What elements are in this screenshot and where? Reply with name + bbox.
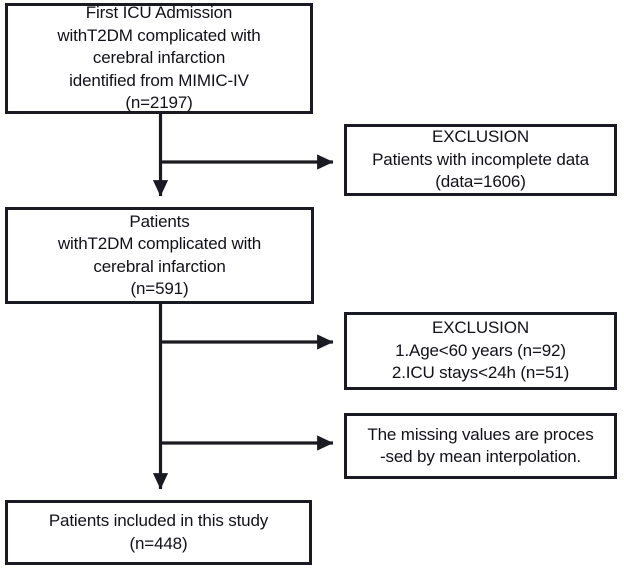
node-cohort-filtered-line-2: withT2DM complicated with [57,234,262,254]
node-exclusion-criteria-item-1: 1.Age<60 years (n=92) [395,340,566,360]
node-cohort-final-line-1: Patients included in this study [48,511,269,531]
node-exclusion-incomplete-count: (data=1606) [435,172,526,192]
node-missing-values-line-2: -sed by mean interpolation. [379,447,581,466]
node-cohort-filtered-count: (n=591) [130,278,189,298]
node-cohort-initial-line-2: withT2DM complicated with [57,25,261,45]
node-cohort-initial: First ICU Admission withT2DM complicated… [5,3,313,114]
node-exclusion-criteria-heading: EXCLUSION [432,318,529,338]
node-cohort-final-count: (n=448) [129,533,188,553]
node-exclusion-incomplete: EXCLUSION Patients with incomplete data … [344,124,617,196]
node-cohort-initial-line-4: identified from MIMIC-IV [69,70,249,90]
node-cohort-initial-line-3: cerebral infarction [92,48,226,68]
node-exclusion-incomplete-line-2: Patients with incomplete data [372,149,589,169]
node-missing-values: The missing values are proces -sed by me… [344,413,617,479]
node-exclusion-criteria-item-2: 2.ICU stays<24h (n=51) [391,363,570,383]
node-missing-values-line-1: The missing values are proces [367,424,594,444]
node-exclusion-criteria: EXCLUSION 1.Age<60 years (n=92) 2.ICU st… [344,312,617,390]
node-cohort-filtered-line-1: Patients [129,211,190,231]
node-cohort-filtered-line-3: cerebral infarction [93,256,226,276]
node-cohort-final: Patients included in this study (n=448) [5,500,312,565]
node-cohort-initial-count: (n=2197) [125,93,193,113]
node-cohort-filtered: Patients withT2DM complicated with cereb… [5,207,314,304]
node-cohort-initial-line-1: First ICU Admission [85,3,233,23]
node-exclusion-incomplete-heading: EXCLUSION [432,127,529,147]
